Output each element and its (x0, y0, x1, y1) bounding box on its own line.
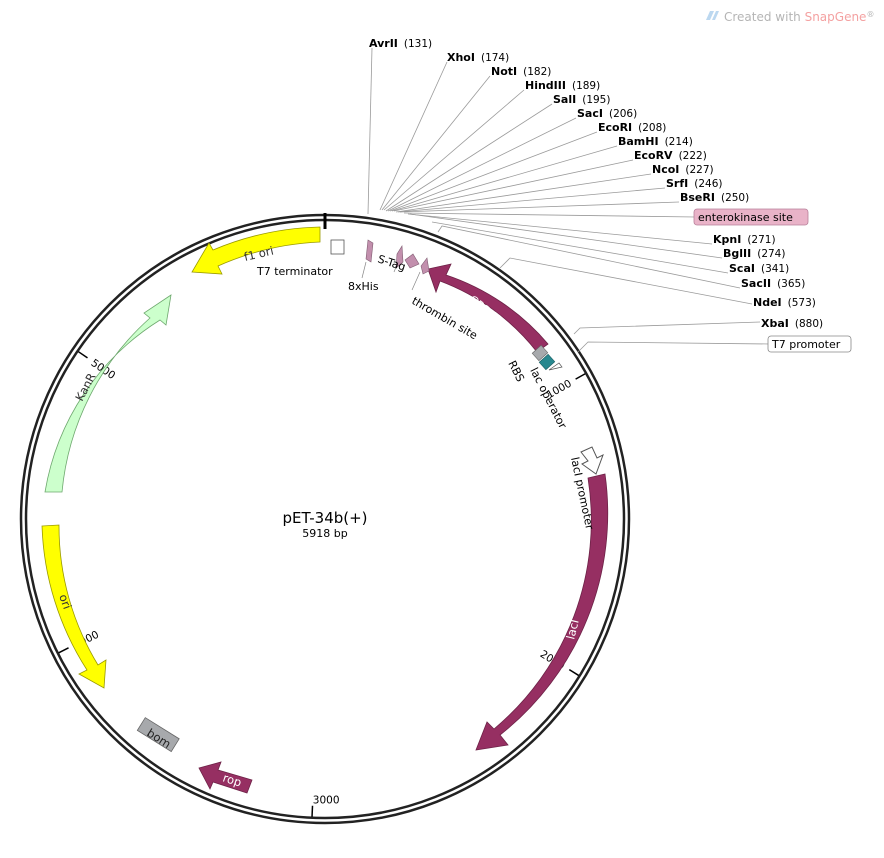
site-saci: SacI(206) (577, 107, 637, 120)
leader-avrii (367, 47, 373, 215)
leader-srfi (397, 187, 666, 213)
site-ncoi: NcoI(227) (652, 163, 714, 176)
site-labels: AvrII(131) XhoI(174) NotI(182) HindIII(1… (369, 37, 852, 353)
plasmid-center: pET-34b(+) 5918 bp (282, 509, 367, 540)
rbs-label: RBS (505, 358, 527, 384)
site-sacii: SacII(365) (741, 277, 805, 290)
his8-leader (361, 261, 367, 279)
ruler: 1000 2000 3000 4000 5000 (58, 351, 586, 817)
leader-bseri (399, 201, 680, 213)
site-sali: SalI(195) (553, 93, 610, 106)
thrombin-leader (411, 271, 421, 291)
t7-terminator-label: T7 terminator (256, 265, 333, 278)
bom-box (136, 717, 180, 753)
backbone (19, 213, 631, 825)
f1-ori-arrow (191, 226, 321, 275)
enterokinase-site-label: enterokinase site (693, 208, 809, 226)
features: CBD Tag lacI rop bom ori KanR f1 ori (41, 226, 609, 794)
leader-t7-promoter (577, 341, 771, 353)
site-noti: NotI(182) (491, 65, 551, 78)
kanr-arrow (44, 294, 172, 493)
leader-ncoi (395, 173, 652, 213)
site-srfi: SrfI(246) (666, 177, 722, 190)
leader-xhoi (379, 61, 448, 211)
rop-arrow (198, 761, 253, 794)
site-scai: ScaI(341) (729, 262, 789, 275)
lac-operator-box (538, 353, 556, 371)
rbs-box (531, 344, 549, 362)
branding-product: SnapGene (805, 10, 867, 24)
ruler-label-3000: 3000 (313, 795, 340, 807)
enterokinase-arrow (420, 257, 430, 275)
site-kpni: KpnI(271) (713, 233, 776, 246)
branding-reg: ® (866, 10, 874, 19)
leader-scai (431, 221, 729, 274)
stag-leader (393, 261, 399, 273)
t7-terminator-box (330, 239, 345, 255)
leader-ndei (499, 257, 753, 305)
site-avrii: AvrII(131) (369, 37, 432, 50)
rop-label: rop (221, 771, 243, 790)
site-ndei: NdeI(573) (753, 296, 816, 309)
site-leaders (367, 47, 771, 353)
his8-label: 8xHis (348, 280, 379, 293)
leader-bamhi (391, 145, 618, 212)
snapgene-logo-icon (706, 11, 719, 20)
enterokinase-text: enterokinase site (698, 211, 793, 224)
his8-arrow (365, 239, 374, 263)
site-bseri: BseRI(250) (680, 191, 749, 204)
thrombin-arrow (404, 253, 420, 269)
leader-kpni (407, 213, 713, 245)
t7-promoter-text: T7 promoter (771, 338, 841, 351)
snapgene-branding: Created with SnapGene® (706, 10, 874, 24)
laci-label: lacI (563, 618, 581, 641)
leader-saci (387, 117, 577, 212)
t7-promoter-arrow (548, 362, 563, 371)
leader-ecorv (393, 159, 634, 212)
ruler-tick-5000 (77, 351, 88, 359)
plasmid-name: pET-34b(+) (282, 509, 367, 527)
site-bglii: BglII(274) (723, 247, 785, 260)
t7-promoter-label: T7 promoter (767, 335, 852, 353)
leader-bglii (409, 213, 723, 259)
ori-label: ori (56, 592, 74, 611)
leader-sacii (437, 225, 741, 289)
site-ecori: EcoRI(208) (598, 121, 666, 134)
leader-ecori (389, 131, 598, 212)
leader-noti (381, 75, 491, 211)
t7-promoter-box (767, 335, 852, 353)
leader-hindiii (383, 89, 525, 211)
branding-prefix: Created with (724, 10, 805, 24)
site-hindiii: HindIII(189) (525, 79, 600, 92)
ori-arrow (41, 524, 107, 689)
site-ecorv: EcoRV(222) (634, 149, 707, 162)
enterokinase-box (693, 208, 809, 226)
laci-promoter-arrow (580, 446, 604, 475)
f1-ori-label: f1 ori (243, 244, 275, 264)
leader-xbai (573, 321, 761, 335)
ruler-tick-2000 (568, 669, 580, 677)
leader-sali (385, 103, 553, 212)
ruler-tick-4000 (58, 647, 69, 654)
outside-labels: T7 terminator 8xHis S-Tag thrombin site … (256, 252, 596, 531)
lac-operator-label: lac operator (527, 365, 569, 431)
leader-enterokinase (403, 212, 696, 218)
site-xhoi: XhoI(174) (447, 51, 509, 64)
branding-text: Created with SnapGene® (724, 10, 874, 24)
laci-arrow (475, 473, 609, 751)
ruler-tick-1000 (575, 373, 586, 380)
site-xbai: XbaI(880) (761, 317, 823, 330)
plasmid-size: 5918 bp (302, 527, 347, 540)
cbd-tag-arrow (427, 263, 549, 353)
site-bamhi: BamHI(214) (618, 135, 693, 148)
